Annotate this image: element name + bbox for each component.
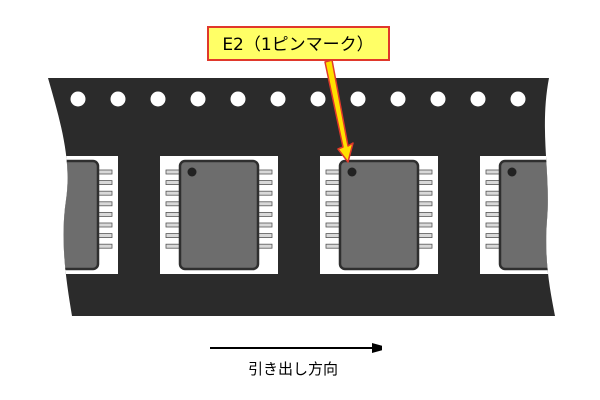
sprocket-hole xyxy=(510,91,526,107)
tape-pocket xyxy=(480,156,592,274)
pin1-mark xyxy=(28,168,37,177)
chip-lead xyxy=(576,170,592,174)
callout-label: E2（1ピンマーク） xyxy=(222,35,373,55)
sprocket-hole xyxy=(110,91,126,107)
chip-lead xyxy=(6,181,22,185)
ic-chip-body xyxy=(498,159,555,271)
pin1-mark xyxy=(347,167,357,177)
tape-pocket xyxy=(6,156,118,274)
chip-lead xyxy=(576,181,592,185)
chip-lead xyxy=(6,212,22,216)
chip-lead xyxy=(6,234,22,238)
callout-arrow xyxy=(324,59,354,163)
tape-pocket xyxy=(160,156,278,274)
pin1-mark xyxy=(187,167,197,177)
ic-chip-body xyxy=(338,159,420,271)
sprocket-hole xyxy=(390,91,406,107)
ic-chip-body xyxy=(48,159,100,271)
sprocket-hole xyxy=(190,91,206,107)
sprocket-hole xyxy=(70,91,86,107)
sprocket-hole xyxy=(430,91,446,107)
sprocket-hole xyxy=(310,91,326,107)
chip-lead xyxy=(6,170,22,174)
sprocket-hole xyxy=(230,91,246,107)
chip-lead xyxy=(576,223,592,227)
sprocket-hole xyxy=(470,91,486,107)
chip-lead xyxy=(6,191,22,195)
callout-box xyxy=(207,26,390,61)
sprocket-holes xyxy=(70,91,526,107)
pin1-mark xyxy=(507,167,517,177)
chip-lead xyxy=(576,244,592,248)
ic-chip-body xyxy=(178,159,260,271)
sprocket-hole xyxy=(350,91,366,107)
sprocket-hole xyxy=(150,91,166,107)
chip-lead xyxy=(576,191,592,195)
chip-lead xyxy=(6,202,22,206)
chip-lead xyxy=(576,202,592,206)
carrier-tape xyxy=(48,78,555,316)
tape-pocket xyxy=(320,156,438,274)
chip-lead xyxy=(6,223,22,227)
sprocket-hole xyxy=(270,91,286,107)
chip-lead xyxy=(576,212,592,216)
chip-lead xyxy=(6,244,22,248)
chip-lead xyxy=(576,234,592,238)
feed-direction: 引き出し方向 xyxy=(210,348,380,378)
direction-label: 引き出し方向 xyxy=(248,360,338,378)
pin1-callout: E2（1ピンマーク） xyxy=(207,26,390,163)
pockets xyxy=(6,156,592,274)
